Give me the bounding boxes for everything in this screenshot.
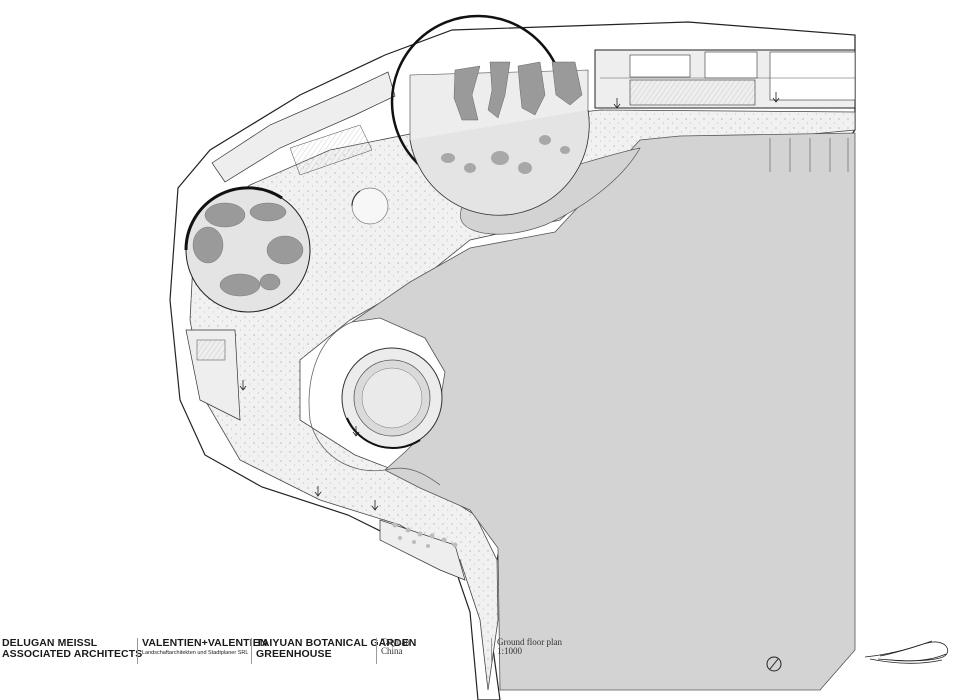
parking-bays bbox=[769, 138, 849, 172]
location: Taiyuan China bbox=[381, 637, 410, 657]
architect-name-line-1: DELUGAN MEISSL bbox=[2, 637, 98, 649]
west-greenhouse-dome bbox=[184, 186, 311, 313]
north-building-strip bbox=[594, 49, 856, 109]
island-pavilion bbox=[341, 347, 443, 450]
project-title-line-2: GREENHOUSE bbox=[256, 648, 332, 661]
title-divider bbox=[251, 638, 252, 664]
title-divider bbox=[137, 638, 138, 664]
curved-path bbox=[308, 321, 441, 486]
title-divider bbox=[491, 638, 492, 664]
landscape-firm-subtitle: Landschaftarchitekten und Stadtplaner SR… bbox=[142, 650, 249, 657]
location-city: Taiyuan bbox=[381, 637, 410, 647]
north-arrow-icon bbox=[766, 656, 782, 672]
plaza-circle bbox=[351, 187, 389, 225]
west-building-band bbox=[185, 71, 466, 581]
site-signature-icon bbox=[864, 640, 949, 664]
north-greenhouse-dome bbox=[390, 14, 590, 216]
architect-name-line-2: ASSOCIATED ARCHITECTS bbox=[2, 648, 143, 661]
tree-dots bbox=[392, 522, 458, 548]
project-title-line-1: TAIYUAN BOTANICAL GARDEN bbox=[256, 637, 417, 649]
drawing-scale: 1:1000 bbox=[497, 646, 523, 657]
title-block: DELUGAN MEISSL ASSOCIATED ARCHITECTS VAL… bbox=[0, 630, 960, 700]
landscape-firm-name: VALENTIEN+VALENTIEN bbox=[142, 637, 268, 649]
title-divider bbox=[376, 638, 377, 664]
location-country: China bbox=[381, 646, 403, 657]
entrance-arrow-icon bbox=[239, 92, 780, 511]
project-title: TAIYUAN BOTANICAL GARDEN GREENHOUSE bbox=[256, 637, 417, 661]
drawing-info: Ground floor plan 1:1000 bbox=[497, 637, 562, 657]
drawing-title: Ground floor plan bbox=[497, 637, 562, 647]
landscape-credit: VALENTIEN+VALENTIEN Landschaftarchitekte… bbox=[142, 637, 268, 657]
architect-credit: DELUGAN MEISSL ASSOCIATED ARCHITECTS bbox=[2, 637, 143, 661]
